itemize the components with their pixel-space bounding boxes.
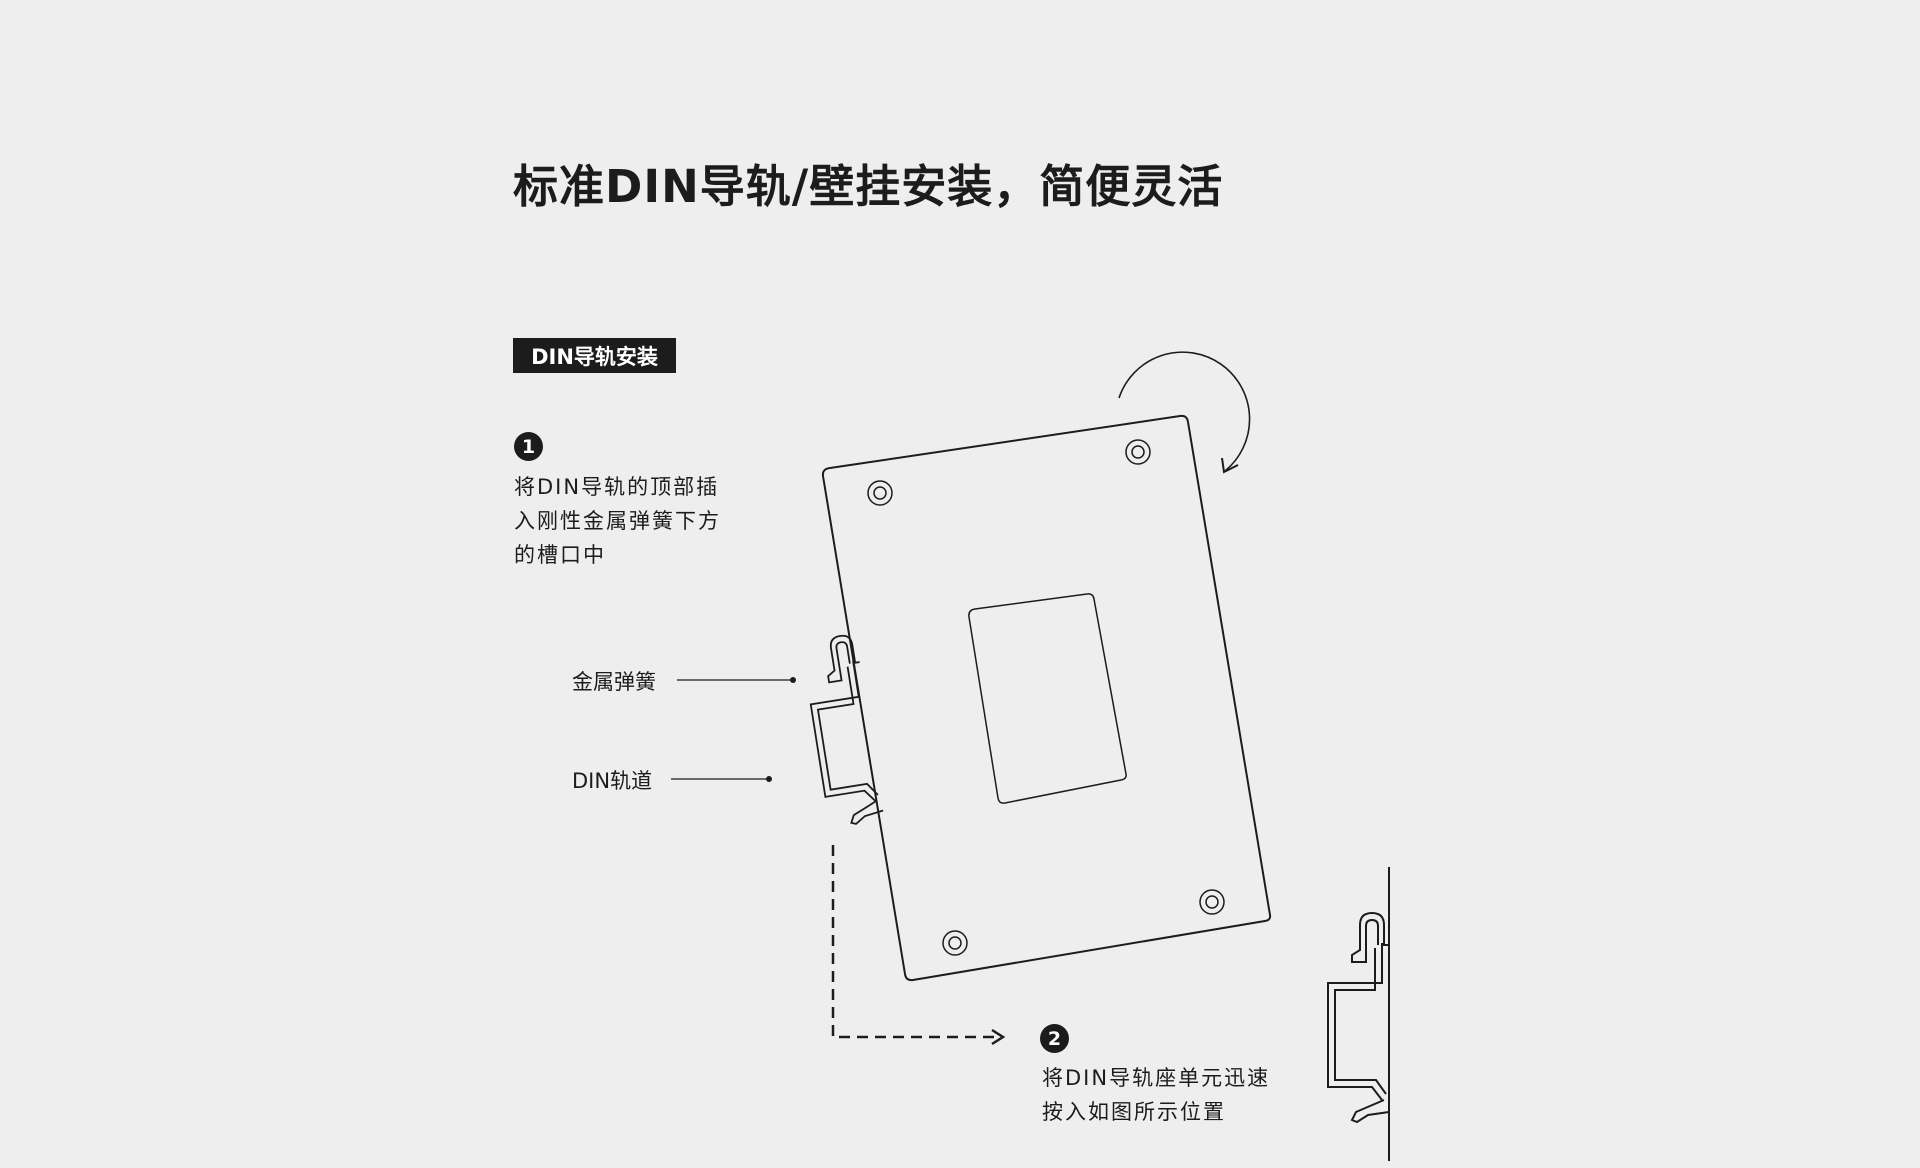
callout-rail-label: DIN轨道	[572, 769, 653, 793]
step-1-line: 的槽口中	[514, 543, 606, 567]
rotation-arrow-icon	[1118, 351, 1251, 474]
screw-hole-icon	[1199, 889, 1225, 915]
section-badge: DIN导轨安装	[513, 338, 676, 373]
din-rail-mounted-right	[1327, 912, 1390, 1123]
din-rail-device	[821, 414, 1272, 982]
step-2-line: 按入如图所示位置	[1042, 1100, 1226, 1124]
callout-spring-leader	[677, 677, 796, 683]
step-2-line: 将DIN导轨座单元迅速	[1042, 1066, 1271, 1090]
screw-hole-icon	[1125, 439, 1151, 465]
step-2-text: 将DIN导轨座单元迅速 按入如图所示位置	[1042, 1061, 1270, 1129]
step-1-number-badge: 1	[514, 432, 543, 461]
callout-rail-leader	[671, 776, 772, 782]
din-rail-clip-left	[799, 632, 886, 829]
step-1-line: 入刚性金属弹簧下方	[514, 509, 721, 533]
screw-hole-icon	[867, 480, 893, 506]
page-title: 标准DIN导轨/壁挂安装，简便灵活	[513, 160, 1224, 213]
callout-spring-label: 金属弹簧	[572, 670, 656, 694]
dashed-arrow-icon	[831, 845, 1006, 1046]
step-1-text: 将DIN导轨的顶部插 入刚性金属弹簧下方 的槽口中	[514, 470, 721, 572]
step-1-line: 将DIN导轨的顶部插	[514, 475, 720, 499]
screw-hole-icon	[942, 930, 968, 956]
step-2-number-badge: 2	[1040, 1024, 1069, 1053]
